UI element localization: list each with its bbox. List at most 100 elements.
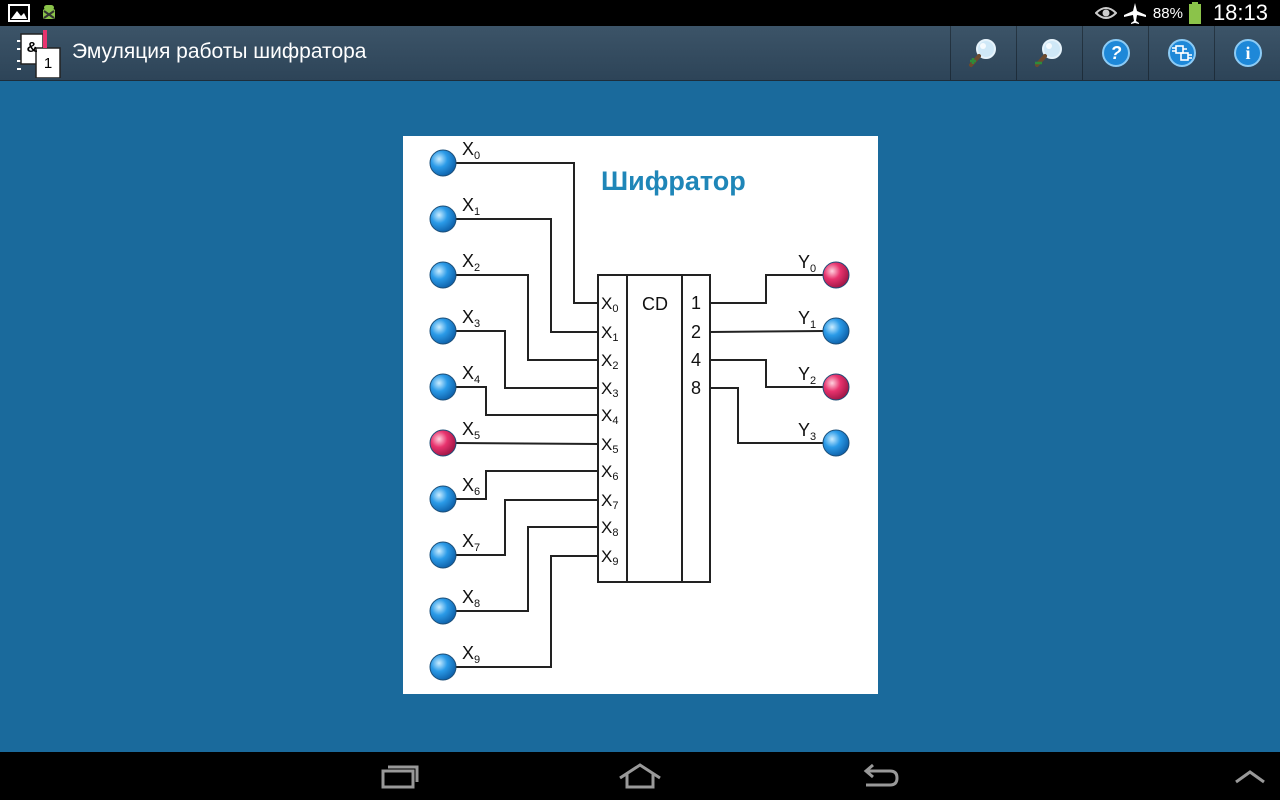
- help-button[interactable]: ?: [1082, 26, 1148, 80]
- output-led-y3: [822, 429, 850, 457]
- input-label-index: 1: [474, 206, 480, 218]
- output-wire: [709, 330, 824, 333]
- input-label-index: 2: [474, 262, 480, 274]
- battery-percent: 88%: [1152, 4, 1183, 22]
- block-input-pin-index: 1: [612, 332, 618, 344]
- output-label: Y3: [798, 420, 816, 443]
- diagram-title: Шифратор: [601, 166, 746, 196]
- input-label: X8: [462, 587, 480, 610]
- block-input-pin-index: 2: [612, 360, 618, 372]
- input-label: X3: [462, 307, 480, 330]
- block-input-pin: X2: [601, 351, 618, 372]
- block-input-pin: X8: [601, 518, 618, 539]
- input-label-index: 6: [474, 486, 480, 498]
- collapse-button[interactable]: [1215, 758, 1280, 794]
- input-wire: [455, 218, 598, 333]
- block-input-pin-index: 8: [612, 527, 618, 539]
- input-label: X7: [462, 531, 480, 554]
- input-led-x3[interactable]: [429, 317, 457, 345]
- input-label: X6: [462, 475, 480, 498]
- zoom-in-button[interactable]: [950, 26, 1016, 80]
- block-input-pin-index: 6: [612, 471, 618, 483]
- output-weight-label: 4: [691, 350, 701, 370]
- block-input-pin: X6: [601, 462, 618, 483]
- output-weight-label: 1: [691, 293, 701, 313]
- eye-icon: [1094, 7, 1117, 19]
- airplane-mode-icon: [1123, 3, 1146, 24]
- input-led-x1[interactable]: [429, 205, 457, 233]
- input-wire: [455, 555, 598, 668]
- block-input-pin-index: 4: [612, 415, 618, 427]
- block-input-pin: X5: [601, 435, 618, 456]
- output-led-y2: [822, 373, 850, 401]
- back-icon: [863, 763, 899, 787]
- input-led-x7[interactable]: [429, 541, 457, 569]
- zoom-out-icon: [1034, 39, 1062, 67]
- output-label: Y0: [798, 252, 816, 275]
- input-wire: [455, 386, 598, 416]
- block-input-pin: X4: [601, 406, 618, 427]
- clock: 18:13: [1212, 0, 1268, 25]
- back-button[interactable]: [845, 758, 915, 794]
- output-led-y1: [822, 317, 850, 345]
- page-title: Эмуляция работы шифратора: [72, 40, 367, 63]
- block-input-pin: X3: [601, 379, 618, 400]
- recent-apps-icon: [381, 765, 419, 789]
- circuit-button[interactable]: [1148, 26, 1214, 80]
- input-led-x8[interactable]: [429, 597, 457, 625]
- output-led-y0: [822, 261, 850, 289]
- output-weight-label: 8: [691, 378, 701, 398]
- input-label-index: 7: [474, 542, 480, 554]
- input-wire: [455, 499, 598, 556]
- input-label: X5: [462, 419, 480, 442]
- info-glyph: i: [1245, 43, 1250, 63]
- input-wire: [455, 162, 598, 304]
- collapse-icon: [1235, 770, 1265, 784]
- output-wire: [710, 274, 823, 304]
- app-icon-one-label: 1: [44, 55, 52, 72]
- info-icon: i: [1233, 39, 1262, 67]
- android-debug-icon: [43, 5, 55, 19]
- gallery-icon: [8, 4, 30, 22]
- input-led-x4[interactable]: [429, 373, 457, 401]
- zoom-out-button[interactable]: [1016, 26, 1082, 80]
- block-input-pin-index: 7: [612, 500, 618, 512]
- output-weight-label: 2: [691, 322, 701, 342]
- block-input-pin: X9: [601, 547, 618, 568]
- output-label-index: 1: [810, 319, 816, 331]
- recent-apps-button[interactable]: [365, 758, 435, 794]
- zoom-in-icon: [968, 39, 996, 67]
- input-label-index: 8: [474, 598, 480, 610]
- input-label: X1: [462, 195, 480, 218]
- help-icon: ?: [1101, 39, 1130, 67]
- input-wire: [454, 442, 599, 445]
- navigation-bar: [0, 752, 1280, 800]
- block-input-pin-index: 0: [612, 303, 618, 315]
- block-input-pin: X7: [601, 491, 618, 512]
- input-led-x5[interactable]: [429, 429, 457, 457]
- input-label: X2: [462, 251, 480, 274]
- input-led-x0[interactable]: [429, 149, 457, 177]
- input-wire: [455, 330, 598, 389]
- input-led-x9[interactable]: [429, 653, 457, 681]
- output-wire: [710, 359, 823, 388]
- block-input-pin-index: 9: [612, 556, 618, 568]
- output-label: Y2: [798, 364, 816, 387]
- input-led-x6[interactable]: [429, 485, 457, 513]
- input-label: X4: [462, 363, 480, 386]
- input-label: X0: [462, 139, 480, 162]
- input-label-index: 0: [474, 150, 480, 162]
- input-led-x2[interactable]: [429, 261, 457, 289]
- input-label-index: 5: [474, 430, 480, 442]
- block-input-pin: X1: [601, 323, 618, 344]
- input-label: X9: [462, 643, 480, 666]
- action-bar: & 1 Эмуляция работы шифратора ?: [0, 26, 1280, 81]
- input-label-index: 4: [474, 374, 480, 386]
- info-button[interactable]: i: [1214, 26, 1280, 80]
- output-wire: [710, 387, 823, 444]
- output-label-index: 0: [810, 263, 816, 275]
- home-button[interactable]: [605, 758, 675, 794]
- output-label-index: 2: [810, 375, 816, 387]
- app-logic-icon[interactable]: & 1: [14, 28, 64, 78]
